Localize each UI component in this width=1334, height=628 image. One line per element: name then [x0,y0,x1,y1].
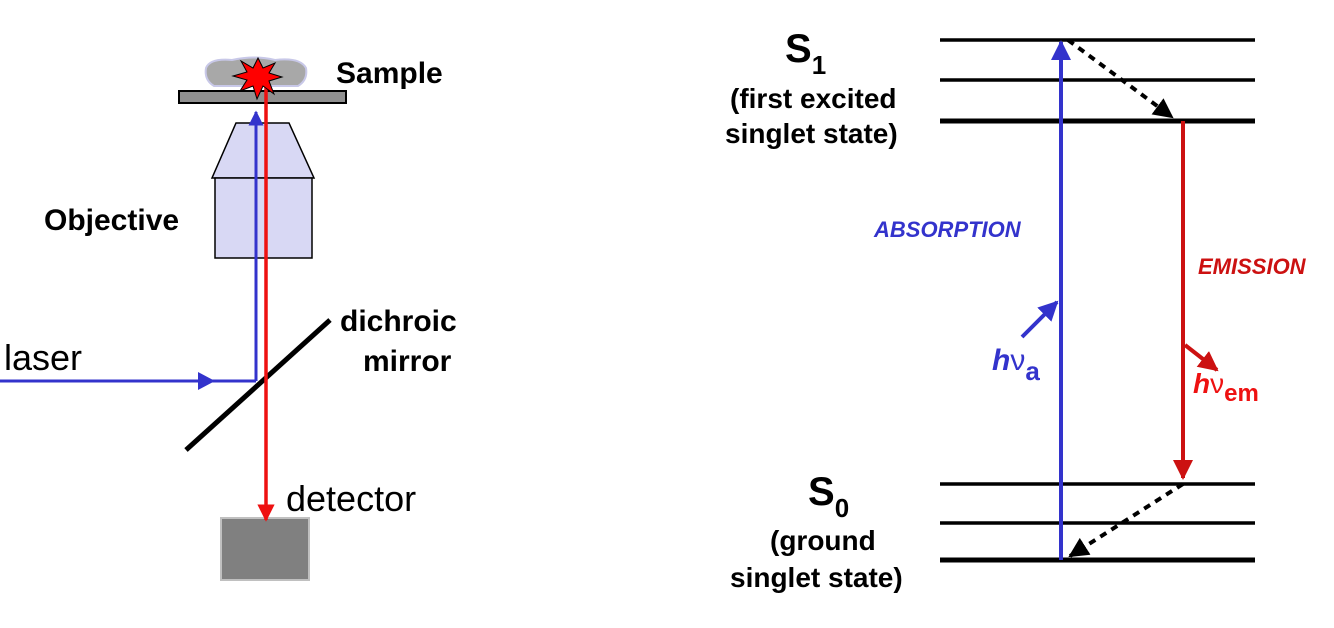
jablonski-diagram: S1 (first excited singlet state) S0 (gro… [725,27,1307,593]
s0-label: S0 [808,470,849,523]
fluorescence-spark-icon [231,56,284,101]
sample-stage [178,90,347,104]
s0-desc-line2: singlet state) [730,562,903,593]
s1-desc-line2: singlet state) [725,118,898,149]
dichroic-label-line2: mirror [363,345,452,378]
relaxation-s1-arrow [1066,38,1174,119]
dichroic-mirror [184,318,332,452]
emission-label: EMISSION [1198,254,1307,279]
objective-body [214,177,313,259]
s1-label: S1 [785,27,826,80]
detector-box [220,517,310,581]
microscope-schematic: Sample Objective dichroic mirror laser d… [0,56,457,581]
emit-photon-arrow [1183,343,1219,372]
sample-label: Sample [336,57,443,90]
hv-emit-label: hνem [1193,368,1259,407]
relaxation-s0-arrow [1068,482,1185,558]
s1-desc-line1: (first excited [730,83,897,114]
detector-label: detector [286,478,416,519]
absorption-label: ABSORPTION [873,217,1022,242]
laser-mid-arrowhead [198,372,215,390]
s0-desc-line1: (ground [770,525,876,556]
laser-label: laser [4,337,82,378]
objective-label: Objective [44,204,179,237]
hv-absorb-label: hνa [992,344,1040,386]
objective-top [210,122,316,179]
dichroic-label-line1: dichroic [340,305,457,338]
absorb-photon-arrow [1020,300,1059,339]
